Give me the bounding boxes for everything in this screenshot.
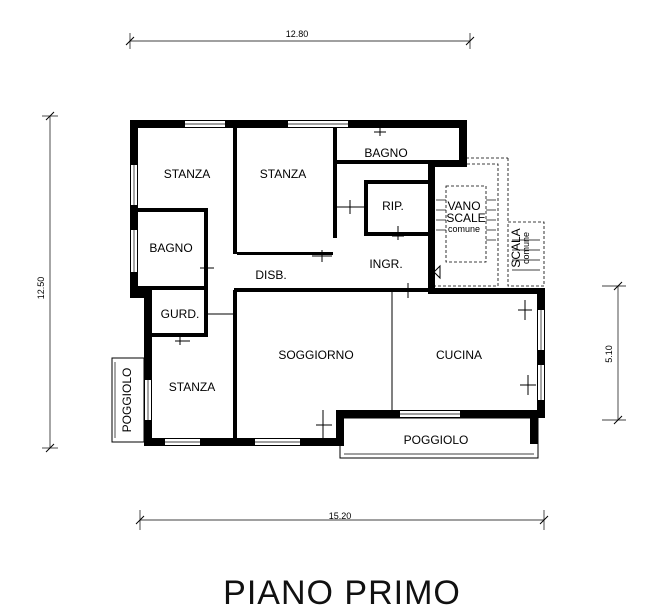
dimension-left-label: 12.50	[36, 277, 46, 300]
dimension-left: 12.50	[36, 111, 58, 453]
room-label-bagno-top: BAGNO	[364, 146, 407, 160]
stair-label-comune-1: comune	[448, 224, 480, 234]
poggiolo-bottom-outline	[339, 417, 539, 459]
stair-label-scale: SCALE	[446, 211, 485, 225]
stair-label-vano: VANO	[447, 199, 480, 213]
stair-label-scala: SCALA	[509, 228, 523, 267]
room-label-gurd: GURD.	[161, 307, 200, 321]
room-label-poggiolo-bottom: POGGIOLO	[404, 433, 469, 447]
dimension-bottom-label: 15.20	[329, 511, 352, 521]
poggiolo-left-outline	[111, 357, 145, 443]
room-label-disb: DISB.	[255, 268, 286, 282]
room-label-rip: RIP.	[382, 199, 404, 213]
stair-label-comune-2: comune	[521, 232, 531, 264]
room-label-ingr: INGR.	[369, 257, 402, 271]
dimension-top-label: 12.80	[286, 29, 309, 39]
room-label-soggiorno: SOGGIORNO	[278, 348, 353, 362]
stair-well	[431, 157, 545, 287]
room-label-cucina: CUCINA	[436, 348, 482, 362]
dimension-top: 12.80	[125, 29, 475, 49]
room-label-poggiolo-left: POGGIOLO	[120, 368, 134, 433]
room-label-bagno-left: BAGNO	[149, 241, 192, 255]
window-lines	[133, 123, 542, 443]
interior-walls	[138, 128, 431, 442]
doors	[175, 128, 536, 438]
room-label-stanza-top-center: STANZA	[260, 167, 306, 181]
plan-title: PIANO PRIMO	[223, 574, 461, 612]
dimension-right: 5.10	[602, 281, 626, 425]
room-label-stanza-bottom-left: STANZA	[169, 380, 215, 394]
dimension-right-label: 5.10	[604, 345, 614, 363]
dimension-bottom: 15.20	[135, 510, 549, 530]
room-label-stanza-top-left: STANZA	[164, 167, 210, 181]
